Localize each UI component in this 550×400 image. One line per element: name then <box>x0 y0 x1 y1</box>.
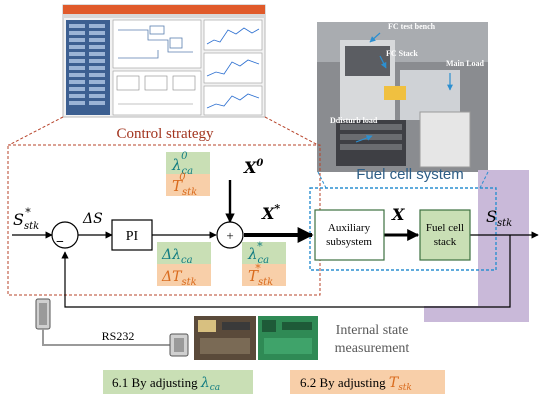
temperature-nominal: Tstk0 <box>172 172 197 198</box>
label-fc-test-bench: FC test bench <box>388 22 436 31</box>
minus-sign: − <box>56 235 64 250</box>
actuated-vector-label: X <box>391 205 405 224</box>
sum-junction-feedforward: + <box>216 221 244 249</box>
internal-state-line2: measurement <box>335 341 410 356</box>
pi-output-parameters-box: Δλca ΔTstk <box>157 242 211 288</box>
internal-state-measurement-label: Internal state measurement <box>335 323 410 356</box>
fuel-cell-system-title: Fuel cell system <box>356 166 464 183</box>
temperature-setpoint: Tstk* <box>248 262 273 288</box>
auxiliary-label-line1: Auxiliary <box>328 222 371 234</box>
measurement-board-photo <box>194 316 318 360</box>
fuel-cell-label-line1: Fuel cell <box>426 222 464 234</box>
error-signal-label: ΔS <box>82 211 103 227</box>
plus-sign: + <box>226 228 233 243</box>
setpoint-parameters-box: λca* Tstk* <box>242 240 286 288</box>
fuel-cell-label-line2: stack <box>434 236 457 248</box>
output-signal-label: Sstk <box>486 207 512 229</box>
label-fc-stack: FC Stack <box>386 49 418 58</box>
fuel-cell-test-bench-photo: FC test bench FC Stack Main Load Ddistur… <box>317 22 488 172</box>
setpoint-vector-label: X* <box>261 202 280 223</box>
legend-temperature-text: 6.2 By adjusting Tstk <box>300 375 412 393</box>
auxiliary-subsystem-block: Auxiliary subsystem <box>314 209 385 261</box>
serial-connector-left <box>35 298 51 330</box>
state-measurement-band <box>478 170 529 322</box>
delta-lambda: Δλca <box>161 247 193 266</box>
pi-label: PI <box>126 229 139 244</box>
pi-controller-block: PI <box>111 219 153 251</box>
nominal-parameters-box: λca0 Tstk0 <box>166 151 210 198</box>
rs232-label: RS232 <box>102 329 135 343</box>
control-strategy-title: Control strategy <box>116 126 214 142</box>
fuel-cell-stack-block: Fuel cell stack <box>419 209 471 261</box>
label-disturb-load: Ddisturb load <box>330 116 378 125</box>
reference-signal-label: Sstk* <box>13 206 39 232</box>
serial-connector-right <box>169 333 189 357</box>
lambda-setpoint: λca* <box>247 240 269 266</box>
lambda-nominal: λca0 <box>171 151 193 177</box>
sum-junction-error: − <box>51 221 79 250</box>
rs232-cable <box>42 329 170 346</box>
legend-item-lambda: 6.1 By adjusting λca <box>103 370 253 394</box>
legend-item-temperature: 6.2 By adjusting Tstk <box>290 370 445 394</box>
delta-temperature: ΔTstk <box>161 269 197 288</box>
legend-lambda-text: 6.1 By adjusting λca <box>112 375 220 393</box>
operating-point-label: X0 <box>243 158 263 177</box>
internal-state-line1: Internal state <box>336 323 409 338</box>
signal-lines <box>12 180 539 308</box>
auxiliary-label-line2: subsystem <box>326 236 372 248</box>
state-measurement-band-bottom <box>424 306 529 322</box>
label-main-load: Main Load <box>446 59 485 68</box>
control-software-screenshot <box>62 4 266 118</box>
